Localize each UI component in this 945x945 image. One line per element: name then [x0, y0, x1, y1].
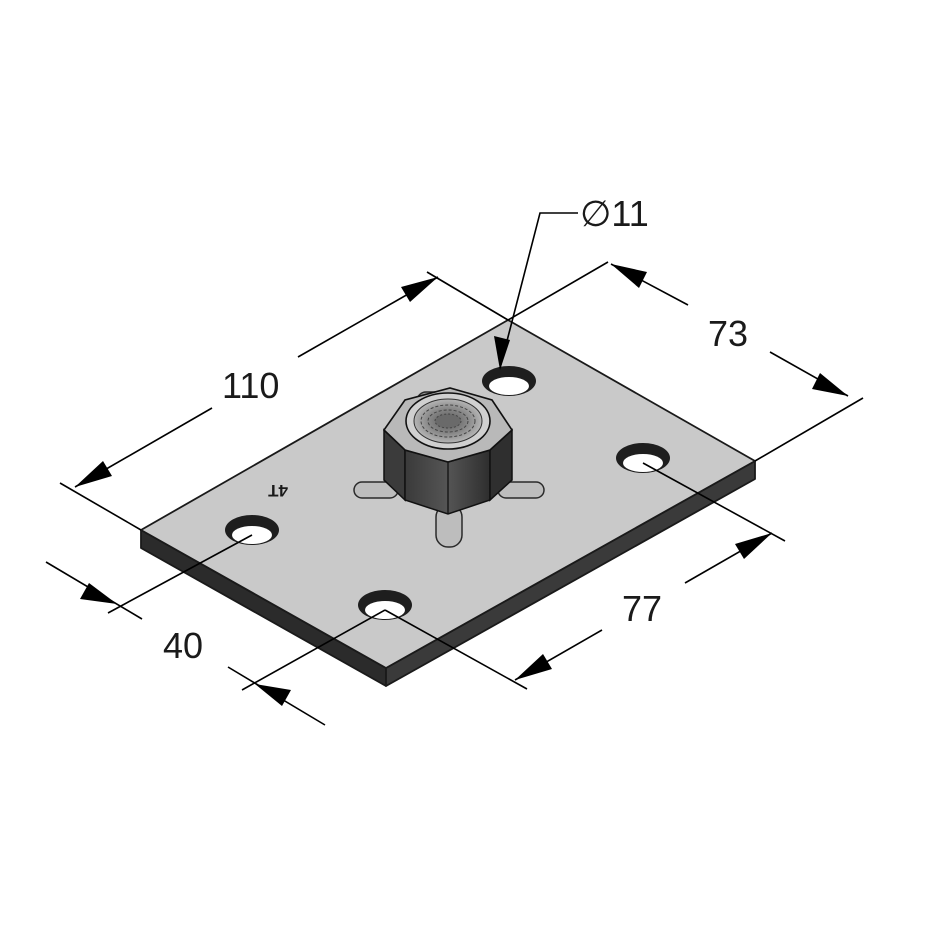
plate-marking: 4T	[268, 481, 288, 500]
welded-nut	[353, 387, 545, 548]
hole-right	[616, 443, 670, 473]
arrowhead	[401, 277, 438, 302]
dimension-width	[507, 261, 864, 462]
arrowhead	[255, 684, 291, 706]
dimension-length	[59, 271, 509, 531]
arrowhead	[515, 654, 552, 680]
arrowhead	[735, 533, 772, 559]
hole-front	[358, 590, 412, 620]
dim-spacing-long-label: 77	[622, 588, 662, 629]
arrowhead	[80, 583, 117, 604]
dim-spacing-short-label: 40	[163, 625, 203, 666]
dimension-hole-diameter	[494, 212, 578, 370]
arrowhead	[812, 373, 848, 396]
dim-length-label: 110	[222, 365, 279, 406]
dim-width-label: 73	[708, 313, 748, 354]
arrowhead	[75, 461, 112, 487]
hole-back	[482, 366, 536, 396]
dimension-hole-spacing-short	[45, 534, 386, 726]
dim-hole-label: ∅11	[580, 193, 649, 234]
dimension-hole-spacing-long	[384, 462, 786, 690]
arrowhead	[494, 336, 510, 370]
hole-left	[225, 515, 279, 545]
arrowhead	[611, 264, 647, 288]
